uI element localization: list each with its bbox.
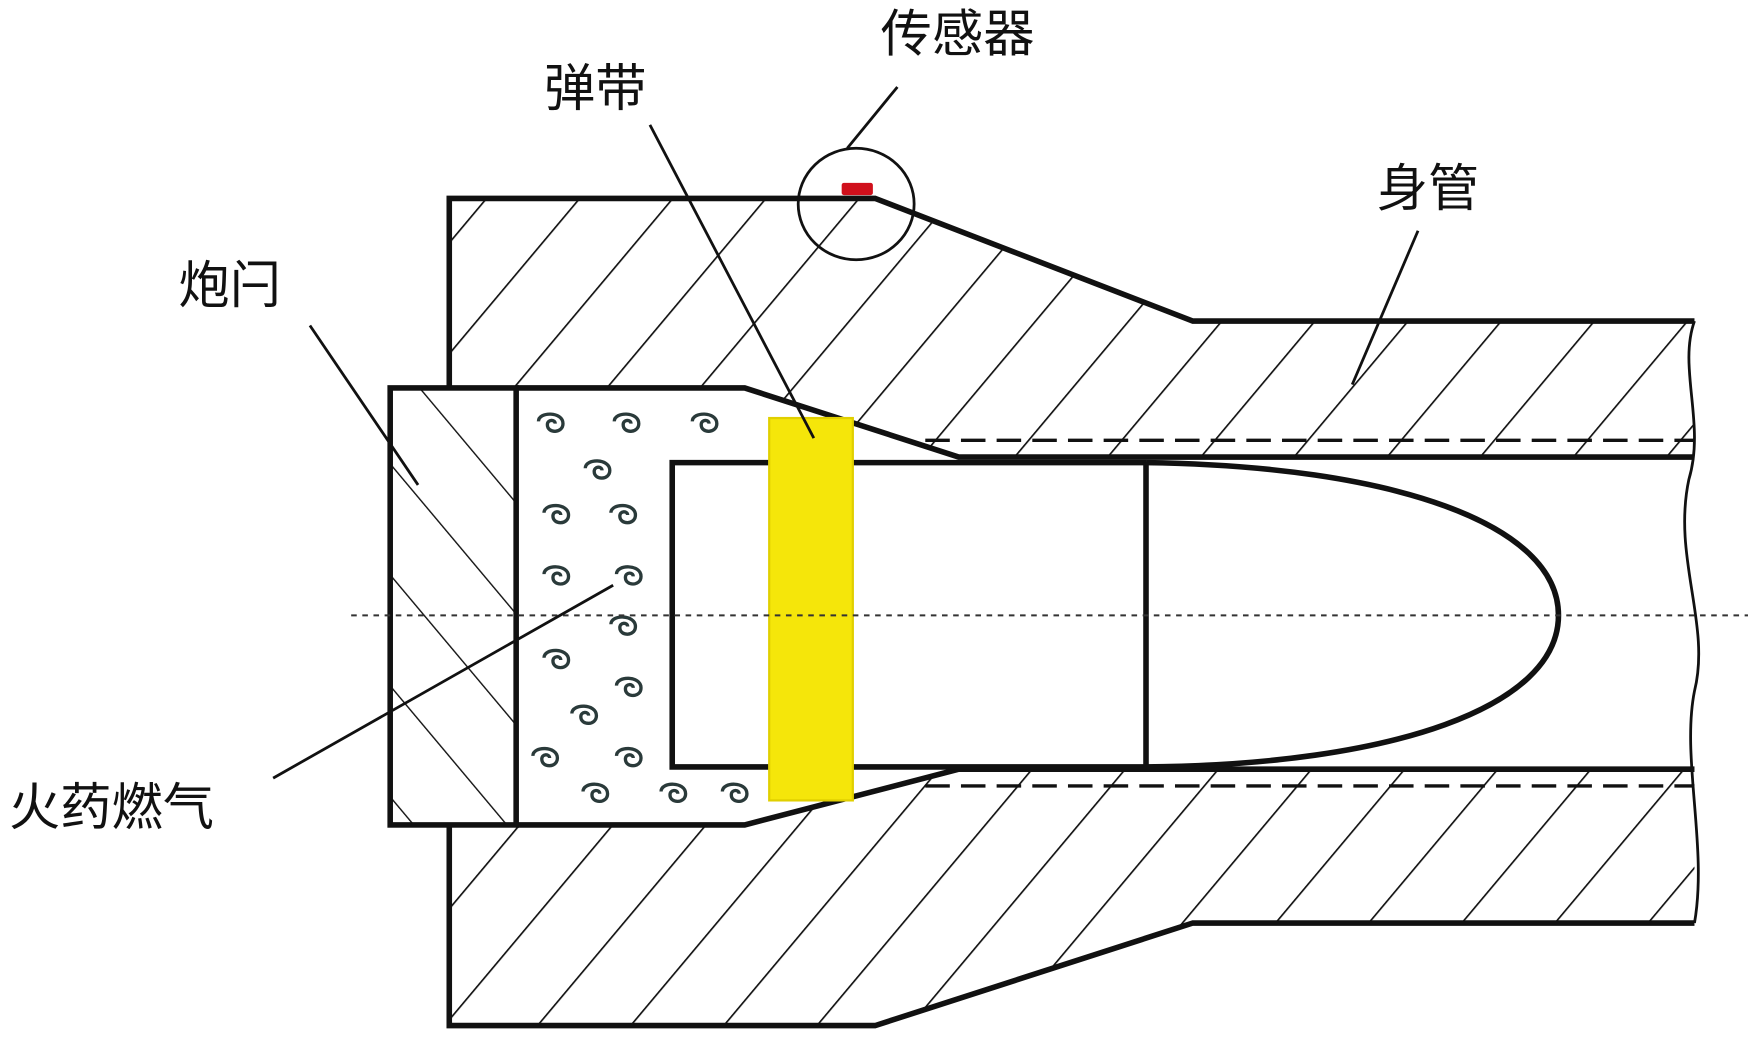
label-sensor: 传感器: [881, 4, 1035, 64]
sensor: [796, 146, 916, 262]
breech-block: [387, 385, 519, 828]
leader-lines: [272, 86, 1420, 780]
label-rotating-band: 弹带: [544, 59, 647, 119]
rotating-band: [768, 416, 854, 802]
label-barrel: 身管: [1377, 159, 1480, 219]
propellant-gas-swirls: [531, 412, 749, 804]
barrel-wall: [446, 195, 1701, 1029]
label-breech: 炮闩: [178, 256, 281, 316]
sensor-marker: [841, 182, 873, 196]
label-propellant-gas: 火药燃气: [9, 778, 214, 838]
